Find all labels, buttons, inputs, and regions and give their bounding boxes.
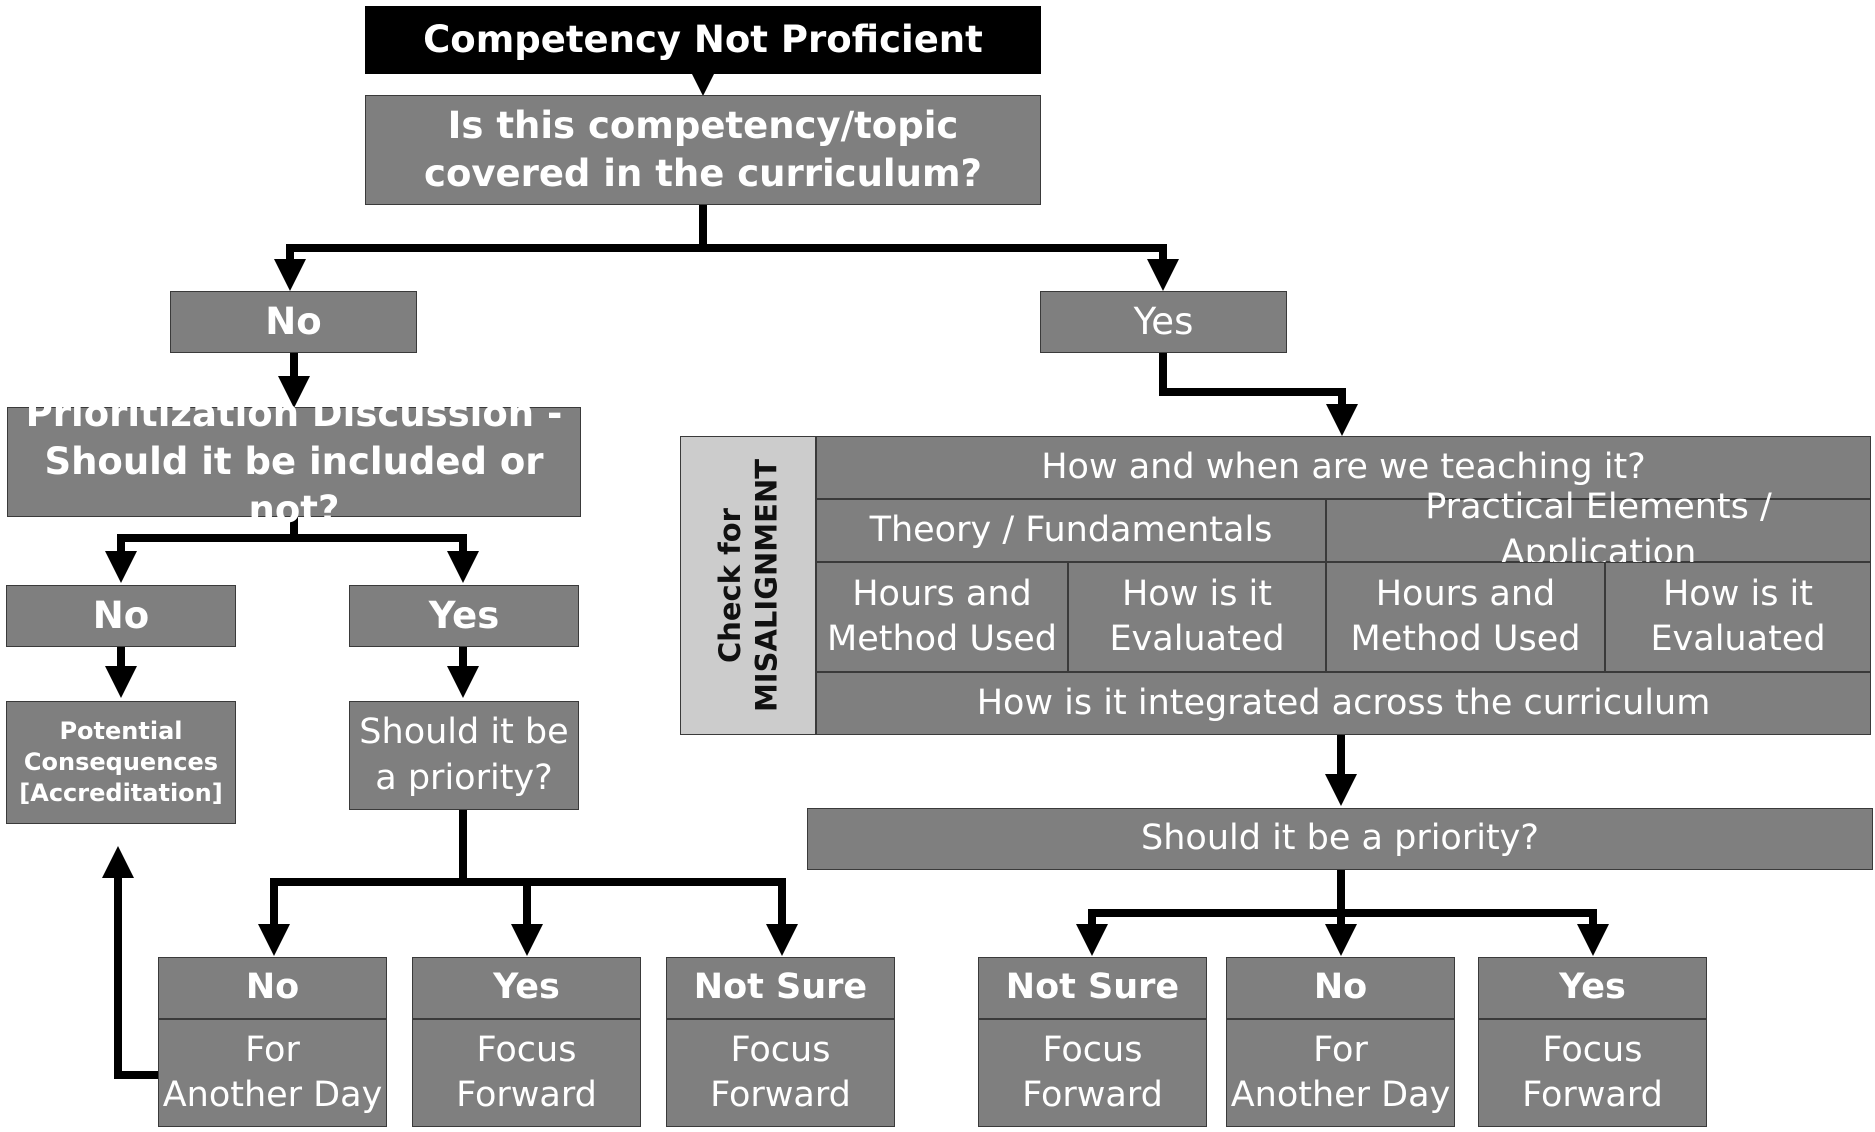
right-outcome-no-body: For Another Day: [1226, 1019, 1455, 1127]
how-when-row: How and when are we teaching it?: [816, 436, 1871, 499]
coverage-question-text: Is this competency/topic covered in the …: [424, 103, 982, 195]
left-outcome-no-body: For Another Day: [158, 1019, 387, 1127]
line-prioritization-no: [105, 517, 298, 583]
theory-cell: Theory / Fundamentals: [816, 499, 1326, 562]
right-outcome-yes-head: Yes: [1478, 957, 1707, 1019]
left-outcome-notsure-body: Focus Forward: [666, 1019, 895, 1127]
line-prioritization-yes: [294, 534, 479, 583]
practical-eval-cell: How is it Evaluated: [1605, 562, 1871, 672]
line-question-trunk: [274, 205, 707, 291]
left-priority-question-text: Should it be a priority?: [359, 712, 569, 798]
left-no2-text: No: [92, 593, 150, 637]
prioritization-text: Prioritization Discussion - Should it be…: [25, 391, 563, 532]
integrated-row: How is it integrated across the curricul…: [816, 672, 1871, 735]
practical-cell: Practical Elements / Application: [1326, 487, 1871, 573]
arrow-feedback-to-consequences: [102, 846, 158, 1079]
right-priority-question-box: Should it be a priority?: [807, 808, 1873, 870]
line-left-priority-trunk: [258, 810, 467, 956]
right-yes-text: Yes: [1133, 299, 1194, 343]
line-right-priority-trunk: [1076, 870, 1345, 956]
left-outcome-notsure-head: Not Sure: [666, 957, 895, 1019]
right-outcome-no-head: No: [1226, 957, 1455, 1019]
coverage-question-box: Is this competency/topic covered in the …: [365, 95, 1041, 205]
right-outcome-yes-body: Focus Forward: [1478, 1019, 1707, 1127]
left-outcome-no-head: No: [158, 957, 387, 1019]
misalignment-label: Check for MISALIGNMENT: [712, 458, 783, 713]
left-no-text: No: [265, 299, 322, 343]
line-left-priority-mid: [463, 878, 543, 956]
prioritization-box: Prioritization Discussion - Should it be…: [7, 392, 581, 531]
left-no2-box: No: [6, 585, 236, 647]
right-outcome-notsure-head: Not Sure: [978, 957, 1207, 1019]
line-yes-to-misalignment: [1159, 352, 1358, 436]
practical-hours-cell: Hours and Method Used: [1326, 562, 1605, 672]
right-outcome-notsure-body: Focus Forward: [978, 1019, 1207, 1127]
theory-eval-cell: How is it Evaluated: [1068, 562, 1326, 672]
line-left-priority-right: [527, 878, 798, 956]
consequences-box: Potential Consequences [Accreditation]: [6, 701, 236, 824]
left-no-box: No: [170, 291, 417, 353]
title-box: Competency Not Proficient: [365, 6, 1041, 74]
left-outcome-yes-head: Yes: [412, 957, 641, 1019]
right-yes-box: Yes: [1040, 291, 1287, 353]
left-priority-question-box: Should it be a priority?: [349, 701, 579, 810]
misalignment-sidebar: Check for MISALIGNMENT: [680, 436, 816, 735]
consequences-text: Potential Consequences [Accreditation]: [19, 716, 223, 808]
left-yes2-text: Yes: [428, 593, 500, 637]
theory-hours-cell: Hours and Method Used: [816, 562, 1068, 672]
left-yes2-box: Yes: [349, 585, 579, 647]
line-right-priority-right: [1341, 909, 1609, 956]
line-question-yes: [703, 244, 1179, 291]
title-text: Competency Not Proficient: [423, 17, 983, 61]
left-outcome-yes-body: Focus Forward: [412, 1019, 641, 1127]
